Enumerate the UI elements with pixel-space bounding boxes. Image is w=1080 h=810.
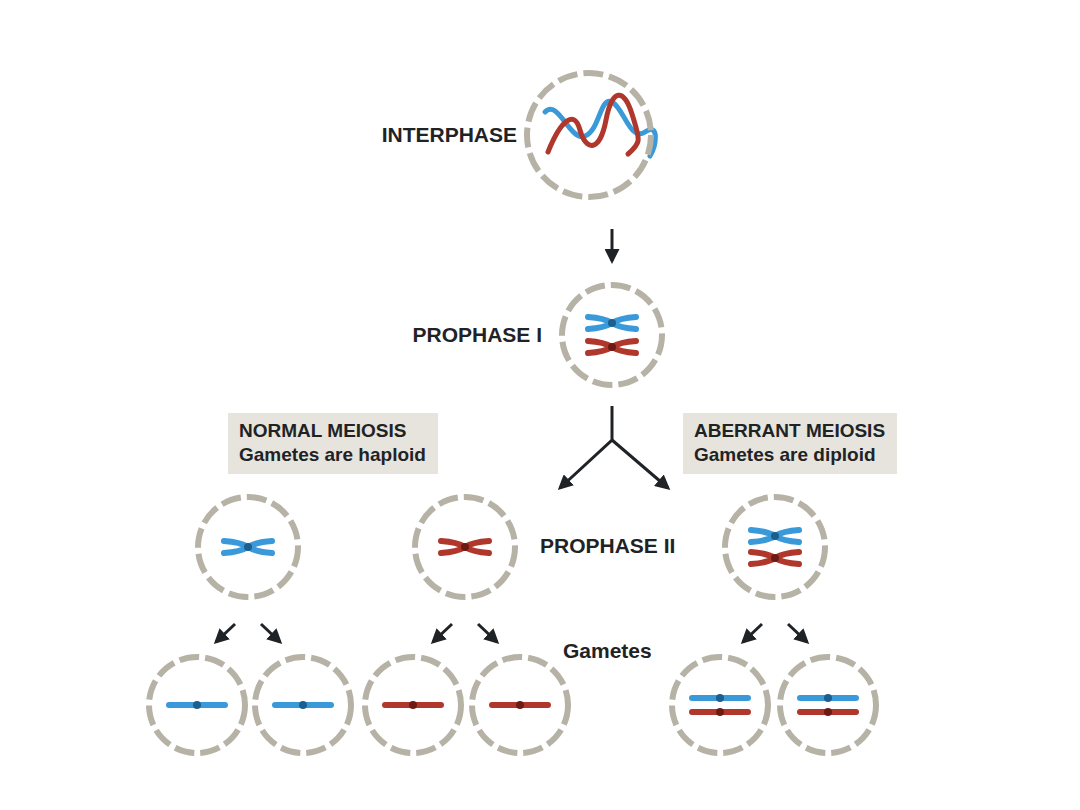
banner-heading: NORMAL MEIOSIS	[239, 419, 426, 443]
stage-label: INTERPHASE	[382, 123, 517, 147]
cell-outline	[672, 657, 768, 753]
cell-outline	[149, 657, 245, 753]
stage-label: PROPHASE II	[540, 534, 675, 558]
chromatid	[492, 701, 548, 709]
cell-outline	[725, 497, 825, 597]
cell-outline	[255, 657, 351, 753]
chromatid	[692, 708, 748, 716]
division-arrow	[433, 624, 452, 642]
division-arrow	[478, 624, 497, 642]
banner-heading: ABERRANT MEIOSIS	[694, 419, 885, 443]
chromatid	[275, 701, 331, 709]
cell-outline	[472, 657, 568, 753]
cell-circle: INTERPHASE	[527, 73, 651, 197]
label-banner: NORMAL MEIOSISGametes are haploid	[228, 413, 438, 474]
chromosome	[588, 341, 636, 353]
banner-body: Gametes are haploid	[239, 443, 426, 467]
cell-outline	[527, 73, 651, 197]
chromosome	[224, 541, 272, 553]
cell-outline	[562, 285, 662, 385]
cell-circle: PROPHASE I	[562, 285, 662, 385]
cell-outline	[365, 657, 461, 753]
flow-arrow	[611, 229, 614, 261]
fork-arrow	[560, 406, 612, 488]
cell-outline	[198, 497, 298, 597]
label-banner: ABERRANT MEIOSISGametes are diploid	[683, 413, 897, 474]
cell-outline	[562, 285, 662, 385]
chromatid	[692, 694, 748, 702]
chromatid	[800, 694, 856, 702]
division-arrow	[743, 624, 762, 642]
chromatin-red	[548, 95, 638, 154]
chromatid	[169, 701, 225, 709]
cell-outline	[780, 657, 876, 753]
fork-arrow	[612, 440, 668, 488]
cell-outline	[415, 497, 515, 597]
chromosome	[751, 552, 799, 564]
stage-label: Gametes	[563, 639, 652, 663]
chromatid	[385, 701, 441, 709]
banner-body: Gametes are diploid	[694, 443, 885, 467]
division-arrow	[216, 624, 235, 642]
division-arrow	[788, 624, 807, 642]
chromosome	[441, 541, 489, 553]
division-arrow	[261, 624, 280, 642]
cell-outline	[527, 73, 651, 197]
stage-label: PROPHASE I	[412, 323, 542, 347]
chromatid	[800, 708, 856, 716]
chromosome	[751, 530, 799, 542]
chromosome	[588, 317, 636, 329]
